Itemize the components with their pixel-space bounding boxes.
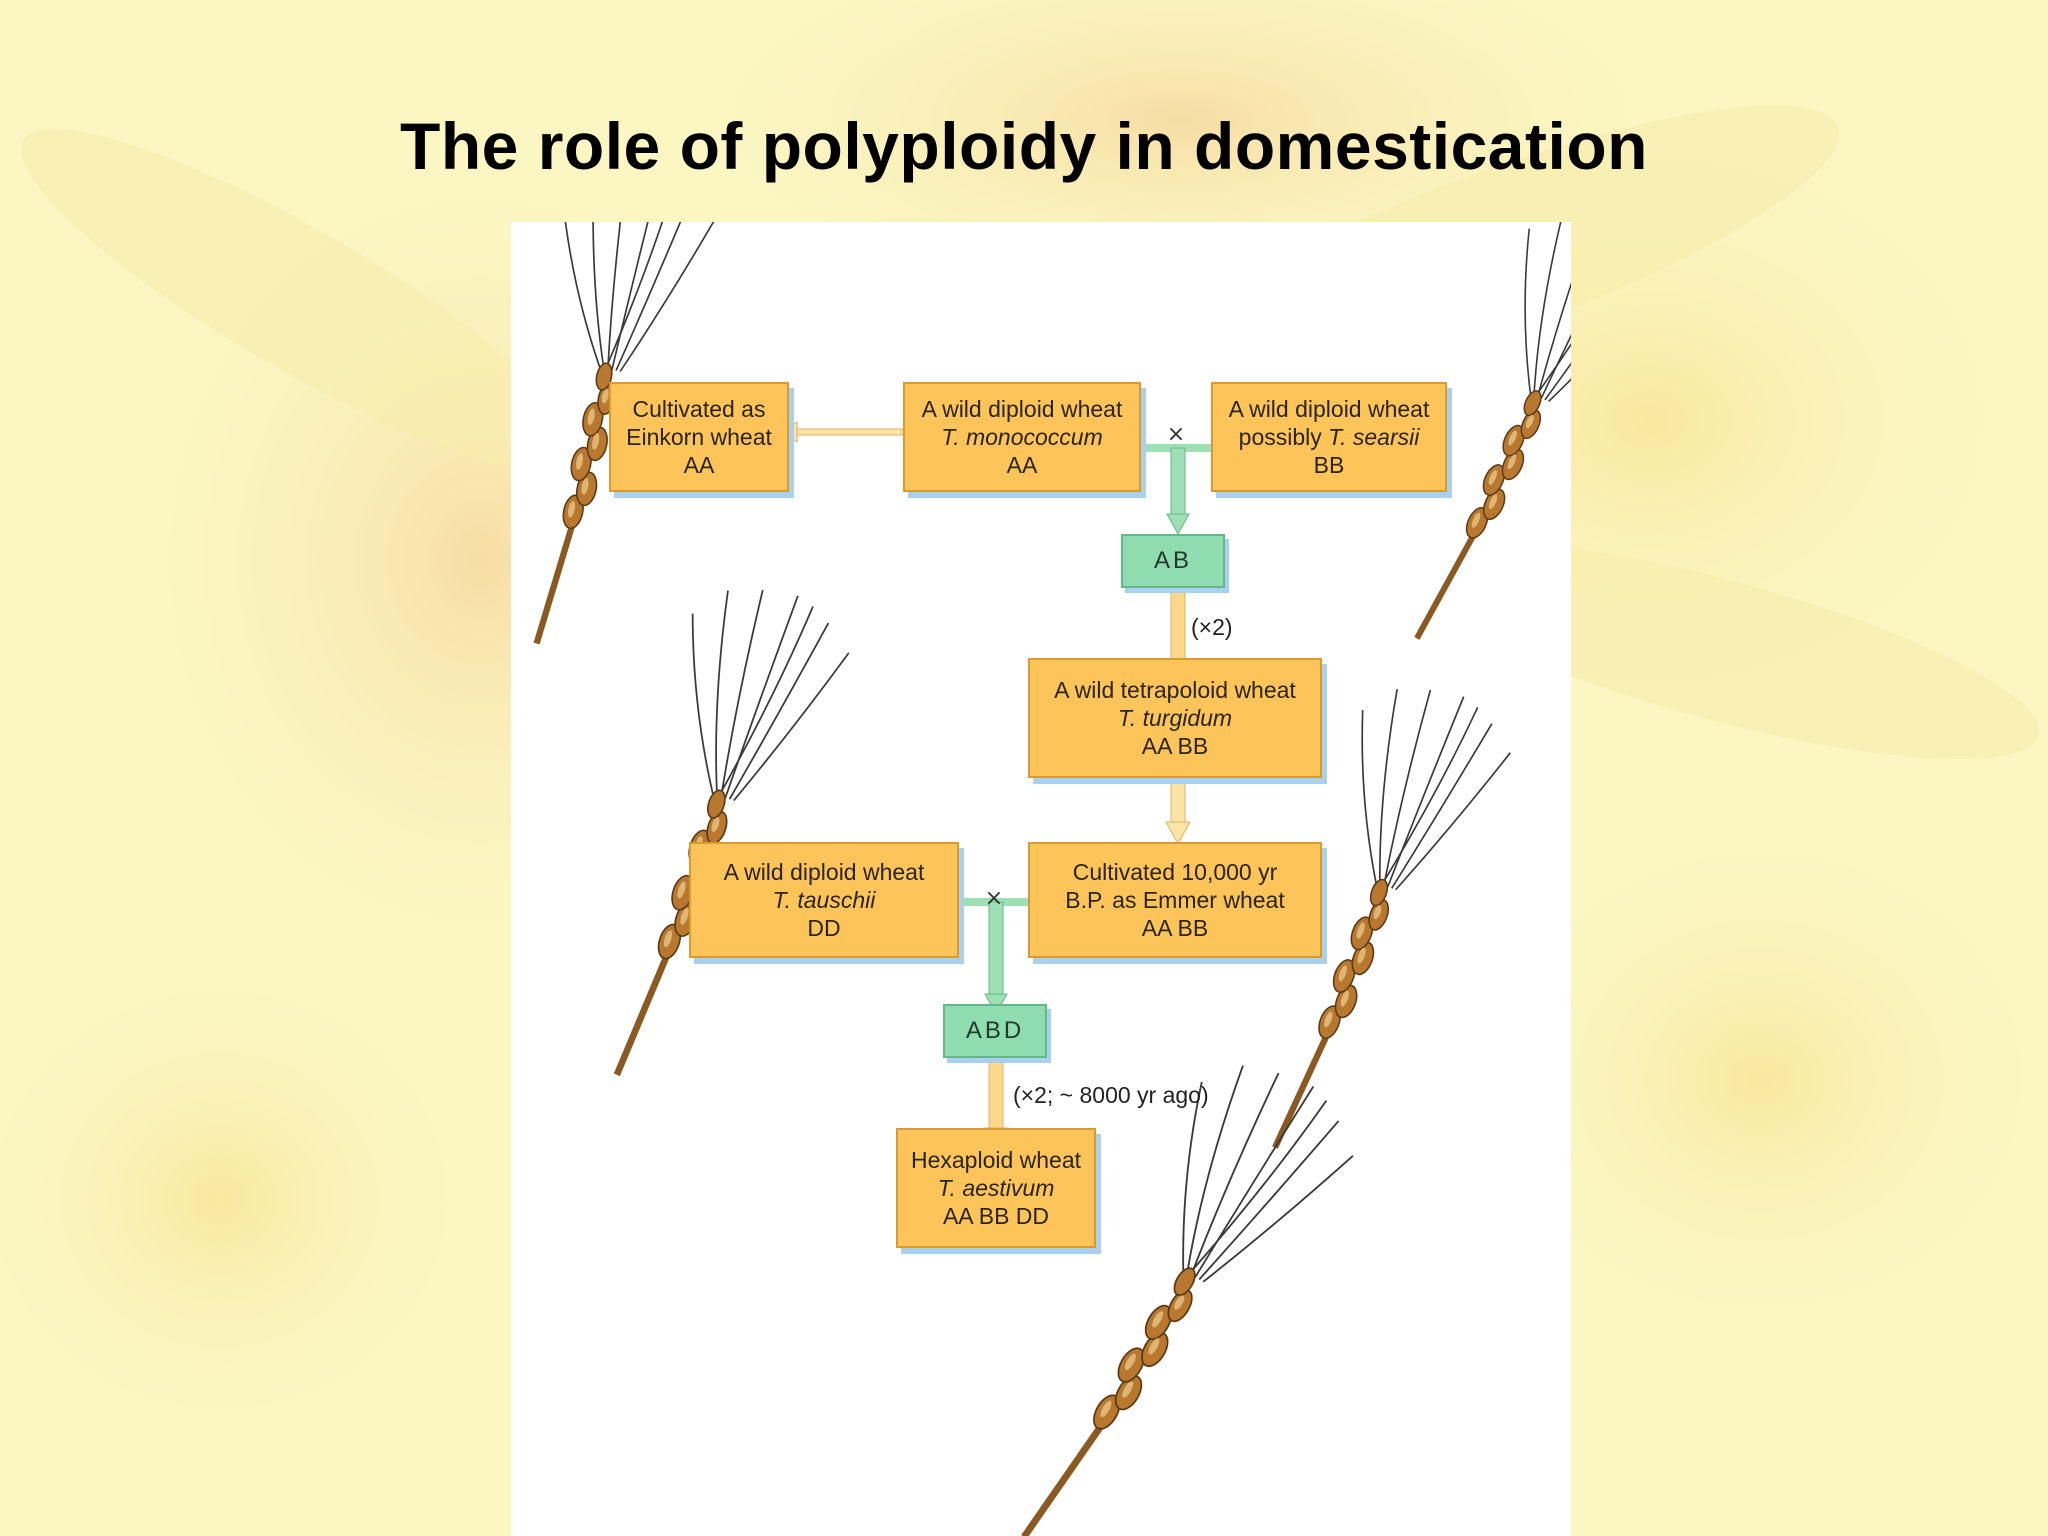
- arrow-to-abd: [988, 901, 1004, 1001]
- cross-symbol-abd: ×: [984, 886, 1004, 911]
- emmer-line2: B.P. as Emmer wheat: [1065, 887, 1285, 913]
- turgidum-genome: AA BB: [1141, 733, 1209, 759]
- searsii-possibly: possibly: [1238, 424, 1329, 450]
- doubling-note: (×2): [1191, 614, 1233, 640]
- searsii-line1: A wild diploid wheat: [1228, 396, 1430, 422]
- tauschii-genome: DD: [807, 915, 841, 941]
- searsii-genome: BB: [1313, 452, 1345, 478]
- aestivum-genome: AA BB DD: [942, 1203, 1050, 1229]
- arrow-to-aestivum: [988, 1057, 1004, 1135]
- searsii-box: A wild diploid wheat possibly T. searsii…: [1211, 382, 1447, 492]
- slide-title: The role of polyploidy in domestication: [400, 109, 1648, 183]
- arrow-to-einkorn: [780, 426, 904, 436]
- turgidum-box: A wild tetrapoloid wheat T. turgidum AA …: [1028, 658, 1322, 778]
- hybrid-ab-box: AB: [1121, 534, 1225, 588]
- wheat-ear-icon: [960, 1037, 1373, 1536]
- aestivum-line1: Hexaploid wheat: [910, 1147, 1082, 1173]
- searsii-line2: possibly T. searsii: [1239, 423, 1420, 451]
- einkorn-genome: AA: [683, 452, 715, 478]
- cross-symbol-ab: ×: [1166, 422, 1186, 447]
- searsii-species: T. searsii: [1328, 424, 1420, 450]
- turgidum-line1: A wild tetrapoloid wheat: [1054, 677, 1296, 703]
- aestivum-box: Hexaploid wheat T. aestivum AA BB DD: [896, 1128, 1096, 1248]
- monococcum-line1: A wild diploid wheat: [921, 396, 1123, 422]
- arrow-to-ab-head: [1166, 513, 1190, 536]
- emmer-genome: AA BB: [1141, 915, 1209, 941]
- monococcum-box: A wild diploid wheat T. monococcum AA: [903, 382, 1141, 492]
- aestivum-species: T. aestivum: [937, 1175, 1055, 1201]
- wheat-ear-icon: [550, 567, 861, 1103]
- einkorn-line2: Einkorn wheat: [626, 424, 772, 450]
- diagram-panel: Cultivated as Einkorn wheat AA A wild di…: [511, 222, 1571, 1536]
- hybrid-abd-box: ABD: [943, 1004, 1047, 1058]
- tauschii-box: A wild diploid wheat T. tauschii DD: [689, 842, 959, 958]
- tauschii-species: T. tauschii: [772, 887, 876, 913]
- turgidum-species: T. turgidum: [1117, 705, 1233, 731]
- arrow-to-emmer: [1170, 777, 1186, 829]
- einkorn-line1: Cultivated as: [632, 396, 766, 422]
- emmer-line1: Cultivated 10,000 yr: [1072, 859, 1278, 885]
- emmer-box: Cultivated 10,000 yr B.P. as Emmer wheat…: [1028, 842, 1322, 958]
- monococcum-genome: AA: [1006, 452, 1038, 478]
- arrow-to-einkorn-head: [780, 421, 798, 443]
- doubling-8000-note: (×2; ~ 8000 yr ago): [1013, 1082, 1209, 1108]
- arrow-to-emmer-head: [1165, 821, 1191, 846]
- monococcum-species: T. monococcum: [941, 424, 1103, 450]
- tauschii-line1: A wild diploid wheat: [723, 859, 925, 885]
- arrow-to-ab: [1170, 447, 1186, 521]
- einkorn-box: Cultivated as Einkorn wheat AA: [609, 382, 789, 492]
